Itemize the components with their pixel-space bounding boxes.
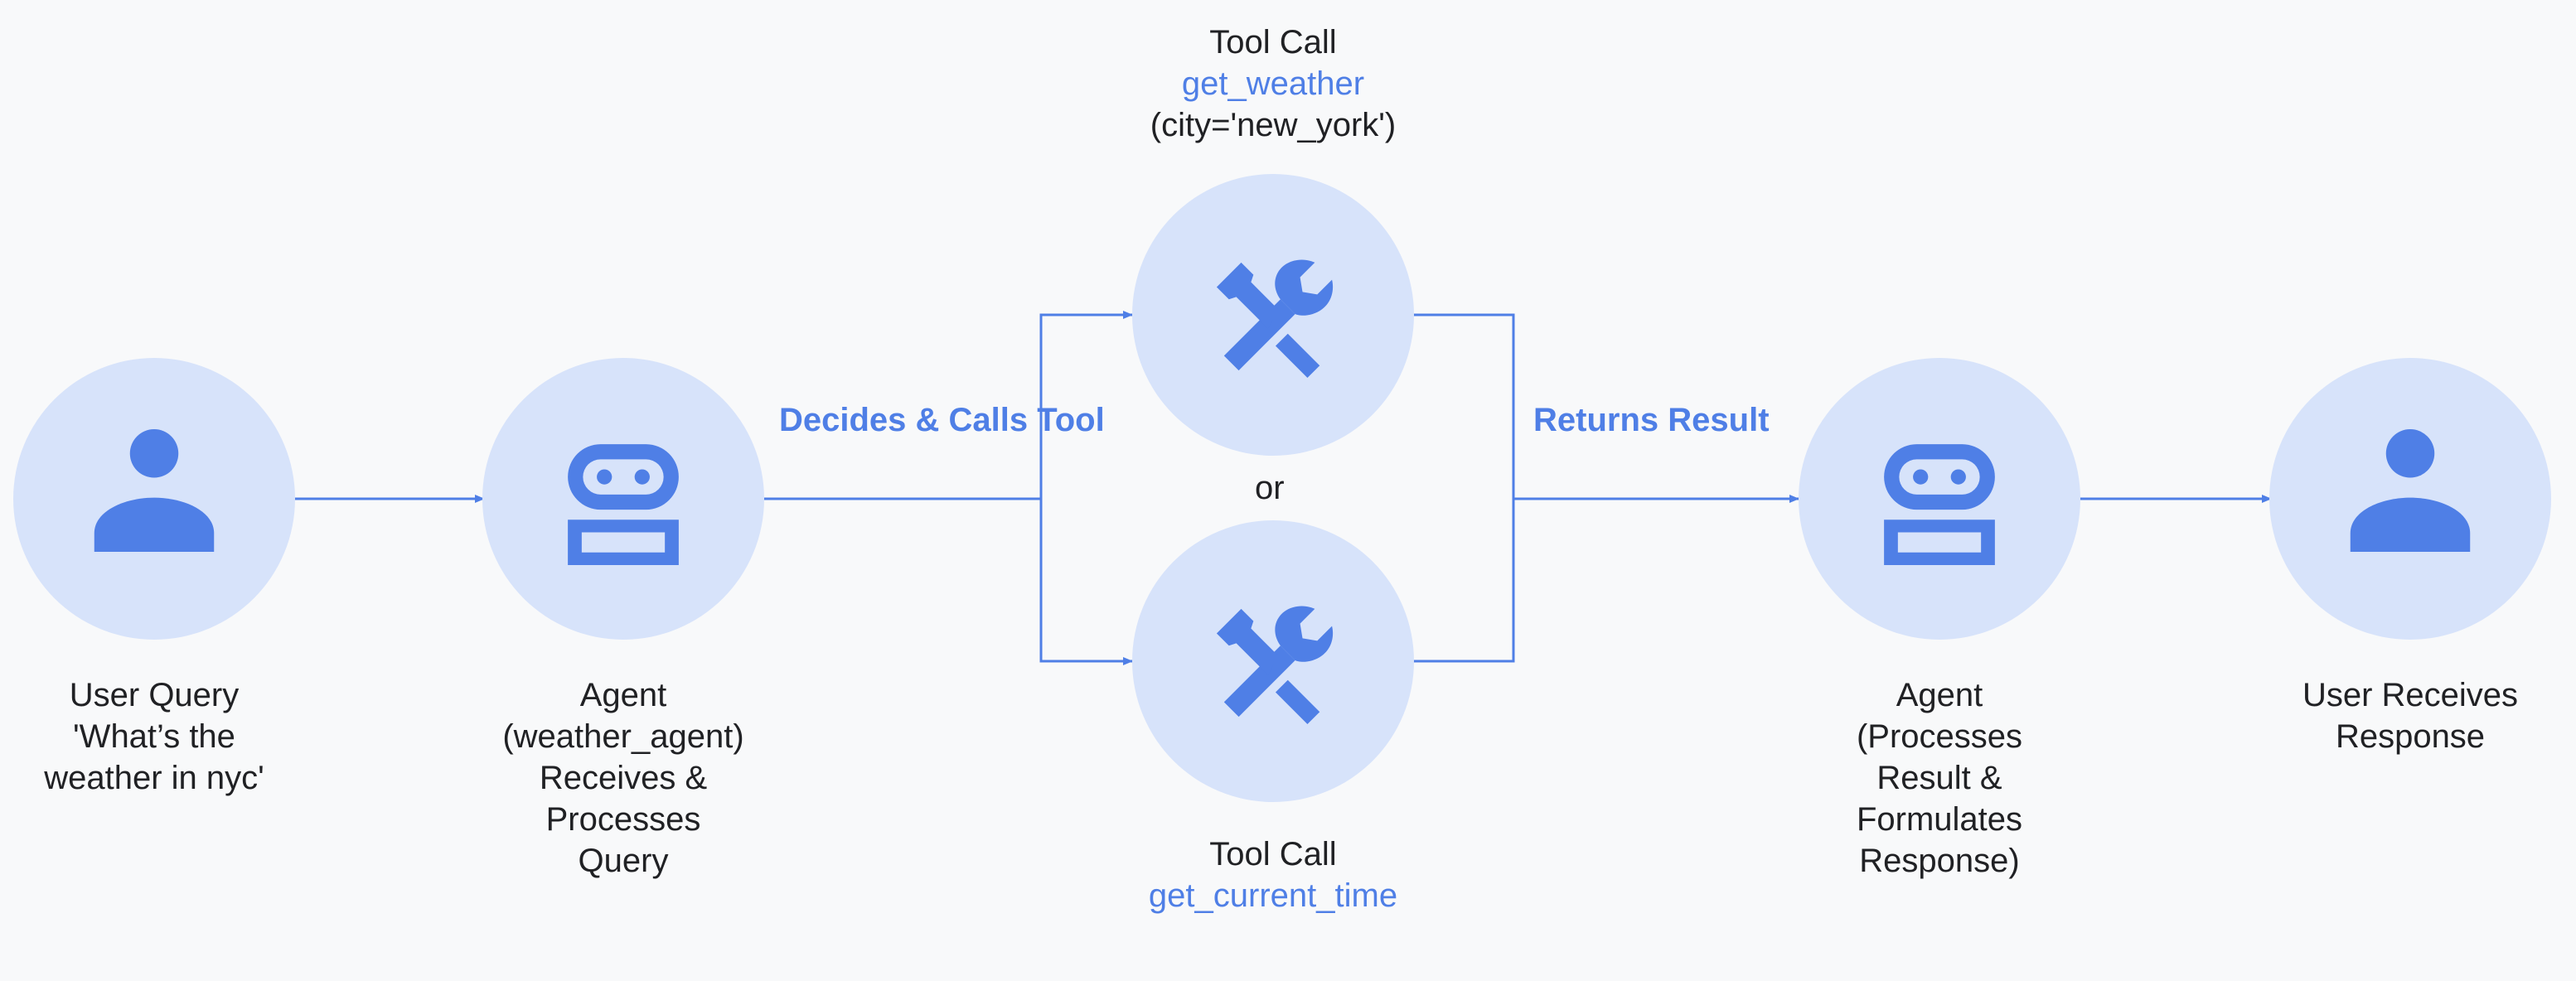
node-agent-receives bbox=[482, 358, 764, 640]
node-tool-time bbox=[1132, 520, 1414, 802]
label-agent-formulates: Agent (Processes Result & Formulates Res… bbox=[1799, 674, 2080, 882]
label-agent-receives: Agent (weather_agent) Receives & Process… bbox=[482, 674, 764, 882]
label-user-query: User Query 'What’s the weather in nyc' bbox=[30, 674, 278, 799]
edge-label-line: Result bbox=[1668, 402, 1770, 438]
connector-split-to-weather bbox=[1039, 311, 1133, 499]
label-line: Receives & bbox=[539, 760, 708, 796]
tool-call-args: (city='new_york') bbox=[1150, 107, 1397, 143]
or-separator: or bbox=[1255, 470, 1285, 506]
label-line: User Receives bbox=[2302, 677, 2519, 713]
edge-label-line: Returns bbox=[1533, 402, 1659, 438]
tool-call-title: Tool Call bbox=[1209, 24, 1337, 60]
tool-function-name: get_weather bbox=[1181, 65, 1365, 102]
connector-time-to-merge bbox=[1412, 499, 1515, 663]
label-line: Result & bbox=[1876, 760, 2002, 796]
label-tool-time: Tool Call get_current_time bbox=[1091, 834, 1455, 916]
label-tool-weather: Tool Call get_weather (city='new_york') bbox=[1107, 22, 1439, 146]
label-line: Processes bbox=[545, 801, 701, 838]
edge-label-line: Decides bbox=[779, 402, 907, 438]
label-user-receives: User Receives Response bbox=[2269, 674, 2551, 757]
label-line: Response bbox=[2335, 718, 2486, 755]
node-tool-weather bbox=[1132, 174, 1414, 456]
connector-weather-to-merge bbox=[1412, 313, 1515, 499]
node-agent-formulates bbox=[1799, 358, 2080, 640]
label-line: weather in nyc' bbox=[44, 760, 264, 796]
label-line: Formulates bbox=[1856, 801, 2023, 838]
tool-call-title: Tool Call bbox=[1209, 836, 1337, 872]
edge-label-line: & Calls Tool bbox=[915, 402, 1105, 438]
label-line: (weather_agent) bbox=[502, 718, 744, 755]
node-user-query bbox=[13, 358, 295, 640]
edge-label-returns: Returns Result bbox=[1533, 399, 1770, 441]
tool-function-name: get_current_time bbox=[1148, 877, 1398, 914]
label-line: Query bbox=[578, 843, 669, 879]
label-line: Agent bbox=[1896, 677, 1983, 713]
label-line: 'What’s the bbox=[73, 718, 235, 755]
label-line: Response) bbox=[1859, 843, 2020, 879]
label-line: (Processes bbox=[1856, 718, 2023, 755]
connector-split-to-time bbox=[1039, 499, 1133, 665]
edge-label-decides: Decides & Calls Tool bbox=[779, 399, 1105, 441]
label-line: Agent bbox=[579, 677, 667, 713]
node-user-receives bbox=[2269, 358, 2551, 640]
label-line: User Query bbox=[69, 677, 240, 713]
